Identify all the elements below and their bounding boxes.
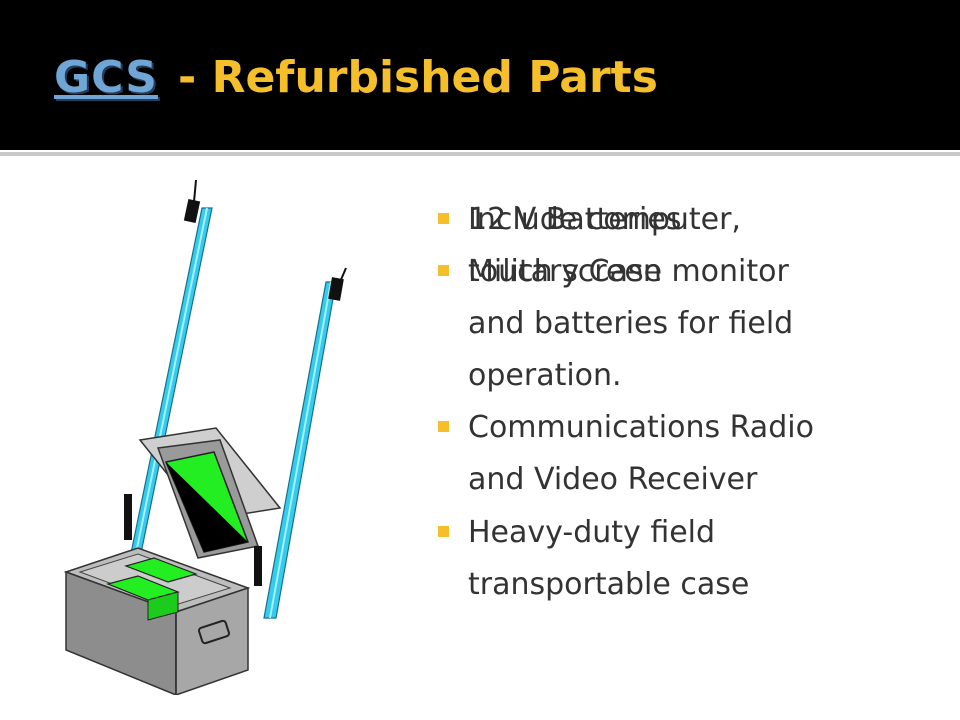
bullet-text: 12 V Batteries — [468, 202, 682, 237]
bullet-text: and batteries for field — [468, 306, 794, 341]
title-link-shadow: GCS — [56, 54, 160, 105]
bullet-text: Heavy-duty field — [468, 515, 716, 550]
bullet-text: and Video Receiver — [468, 462, 758, 497]
bullet-marker — [438, 421, 449, 432]
bullet-text: touch screen monitor — [468, 254, 789, 289]
bullet-text: Communications Radio — [468, 410, 814, 445]
bullet-text: Military Case — [468, 254, 663, 289]
gcs-link[interactable]: GCS — [54, 52, 158, 103]
bullet-text: transportable case — [468, 567, 750, 602]
bullet-text: Include computer, — [468, 202, 741, 237]
bullet-marker — [438, 213, 449, 224]
right-clamp — [254, 546, 262, 586]
left-clamp — [124, 494, 132, 540]
bullet-text: operation. — [468, 358, 622, 393]
bullet-marker — [438, 526, 449, 537]
title-text: - Refurbished Parts — [178, 52, 658, 103]
gcs-case-illustration — [63, 180, 347, 695]
antenna-right — [263, 267, 347, 619]
header-divider — [0, 152, 960, 156]
slide-header — [0, 0, 960, 150]
case-lid — [138, 427, 282, 559]
slide-title: GCS GCS - Refurbished Parts — [0, 0, 960, 150]
case-box — [63, 547, 251, 695]
bullet-marker — [438, 265, 449, 276]
